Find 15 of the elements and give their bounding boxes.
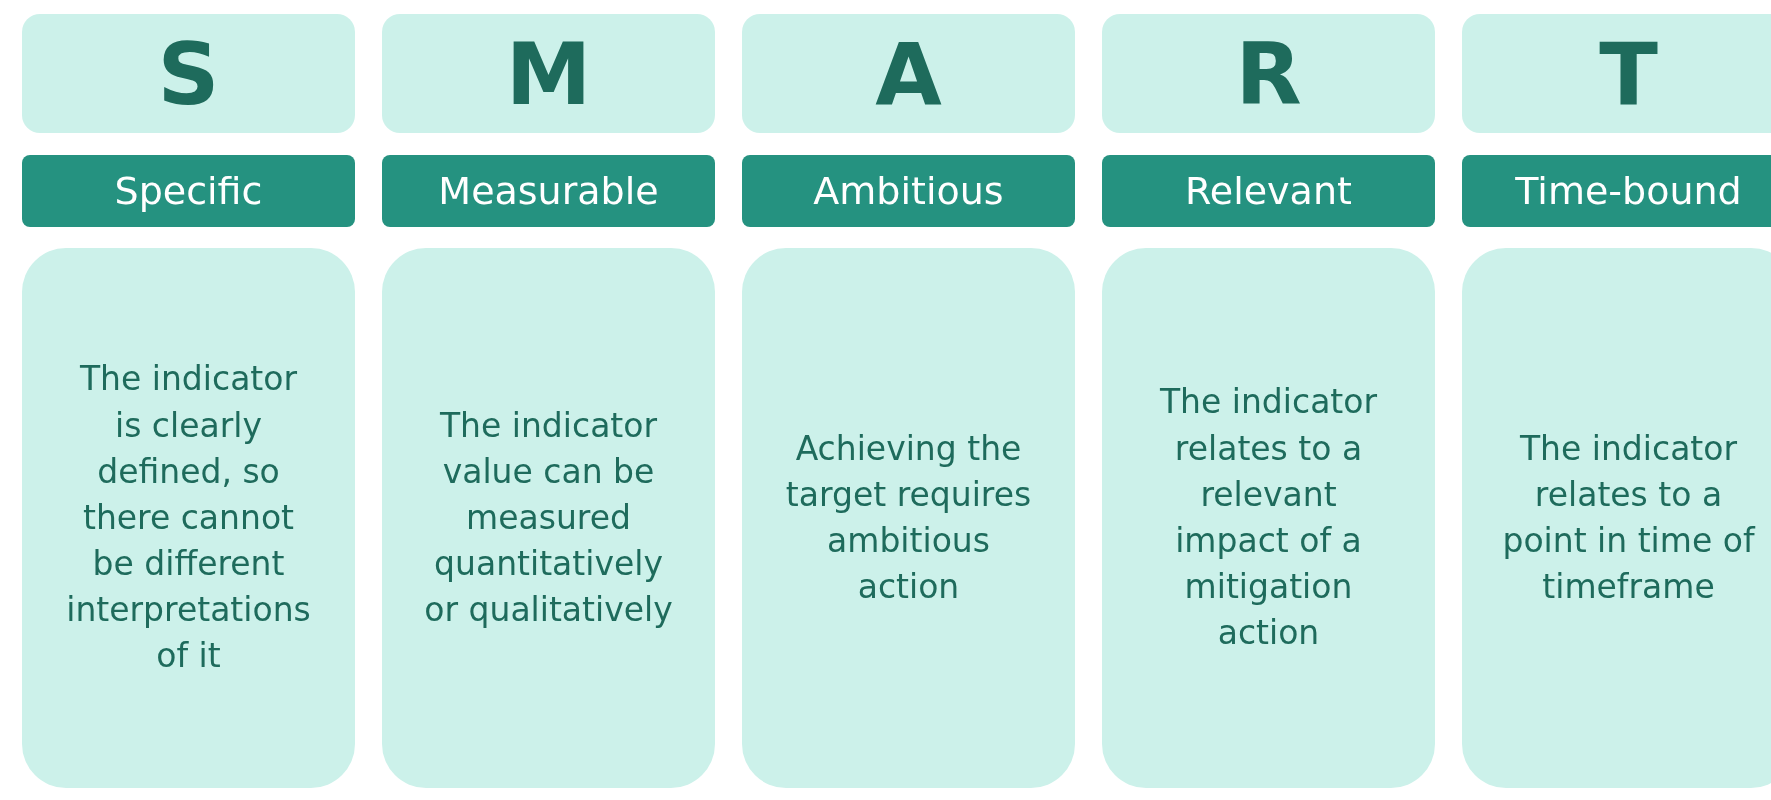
description-card: Achieving the target requires ambitious action [742, 248, 1075, 788]
description-card: The indicator value can be measured quantitatively or qualitatively [382, 248, 715, 788]
letter-tile: T [1462, 14, 1771, 133]
letter-tile: S [22, 14, 355, 133]
letter-tile: A [742, 14, 1075, 133]
description-card: The indicator is clearly defined, so there cannot be different interpretations of it [22, 248, 355, 788]
description-card: The indicator relates to a relevant impact of a mitigation action [1102, 248, 1435, 788]
label-bar: Time-bound [1462, 155, 1771, 227]
description-card: The indicator relates to a point in time of timeframe [1462, 248, 1771, 788]
label-bar: Ambitious [742, 155, 1075, 227]
letter-tile: R [1102, 14, 1435, 133]
label-bar: Relevant [1102, 155, 1435, 227]
label-bar: Measurable [382, 155, 715, 227]
letter-tile: M [382, 14, 715, 133]
label-bar: Specific [22, 155, 355, 227]
